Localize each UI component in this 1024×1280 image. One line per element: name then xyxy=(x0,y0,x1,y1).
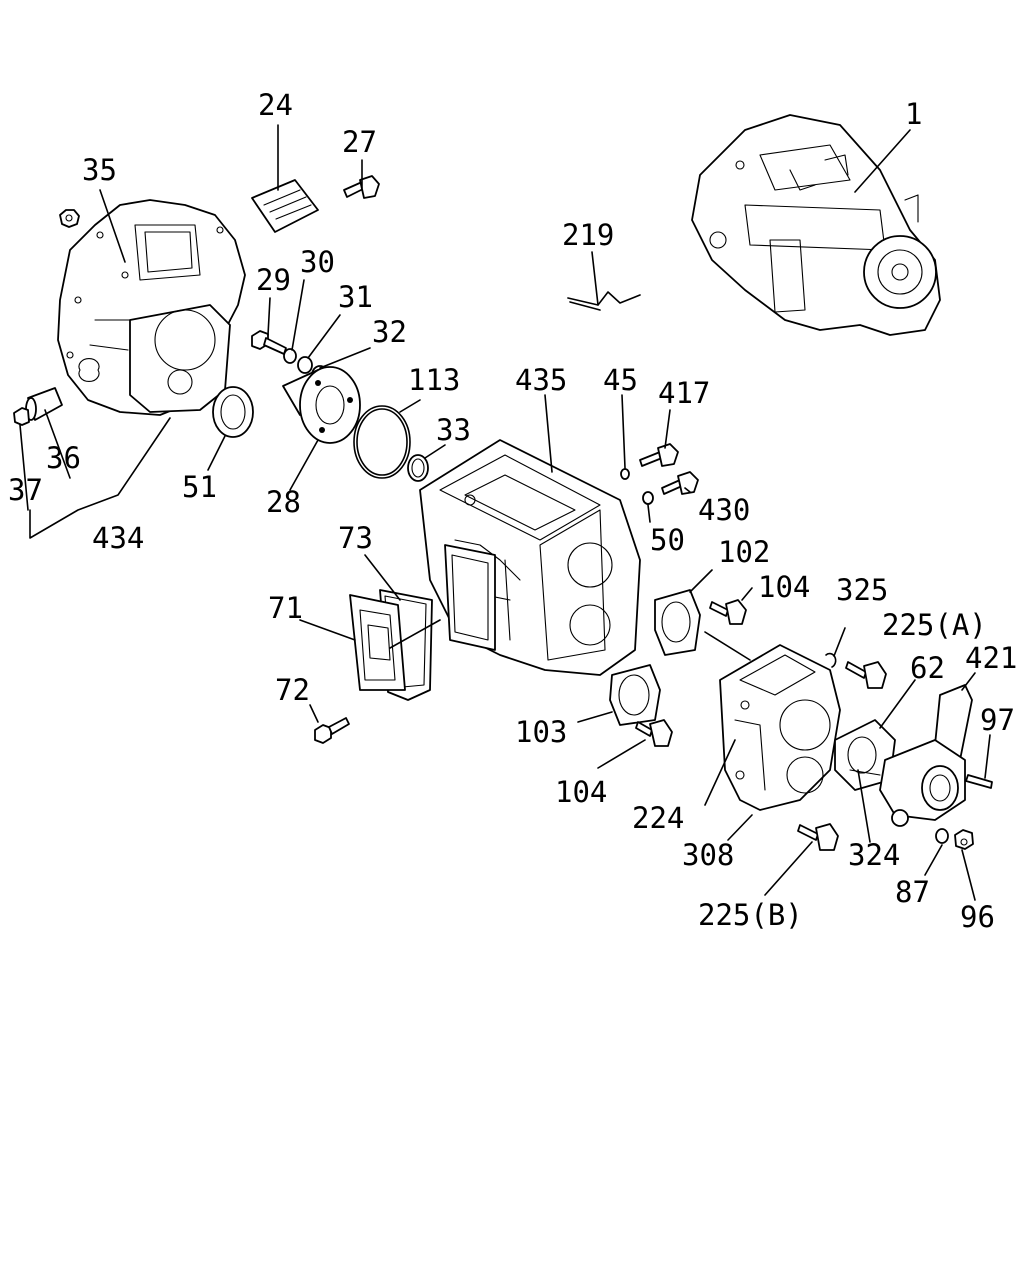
callout-97: 97 xyxy=(980,703,1015,737)
bolts-225-drawing xyxy=(797,652,887,851)
callout-51: 51 xyxy=(182,470,217,504)
callout-45: 45 xyxy=(603,363,638,397)
callout-308: 308 xyxy=(682,838,734,872)
cover-plate-24-drawing xyxy=(251,179,319,233)
callout-96: 96 xyxy=(960,900,995,934)
leader-lines xyxy=(19,124,991,901)
gaskets-102-103-drawing xyxy=(609,589,701,726)
callout-421: 421 xyxy=(965,641,1017,675)
callout-24: 24 xyxy=(258,88,293,122)
callout-225a: 225(A) xyxy=(882,608,987,642)
callout-36: 36 xyxy=(46,441,81,475)
callout-30: 30 xyxy=(300,245,335,279)
callout-224: 224 xyxy=(632,801,684,835)
callout-417: 417 xyxy=(658,376,710,410)
callout-225b: 225(B) xyxy=(698,898,803,932)
callout-72: 72 xyxy=(275,673,310,707)
callout-325: 325 xyxy=(836,573,888,607)
callout-435: 435 xyxy=(515,363,567,397)
nut-35-drawing xyxy=(59,209,80,228)
callout-71: 71 xyxy=(268,591,303,625)
callout-labels: 1 24 27 35 219 29 30 31 32 435 45 417 11… xyxy=(8,88,1017,934)
callout-430: 430 xyxy=(698,493,750,527)
callout-35: 35 xyxy=(82,153,117,187)
seal-retainer-drawing xyxy=(212,366,429,482)
callout-62: 62 xyxy=(910,651,945,685)
callout-102: 102 xyxy=(718,535,770,569)
bolt-72-drawing xyxy=(314,717,350,744)
callout-32: 32 xyxy=(372,315,407,349)
extension-housing-224-drawing xyxy=(719,644,841,811)
spring-clip-219-drawing xyxy=(567,291,641,311)
sleeve-36-37-drawing xyxy=(13,387,63,426)
gasket-cover-71-73-drawing xyxy=(349,544,496,701)
callout-1: 1 xyxy=(905,97,922,131)
bolts-104-drawing xyxy=(635,599,747,747)
callout-87: 87 xyxy=(895,875,930,909)
callout-50: 50 xyxy=(650,523,685,557)
callout-104b: 104 xyxy=(555,775,607,809)
callout-103: 103 xyxy=(515,715,567,749)
adapter-62-421-drawing xyxy=(834,684,973,827)
callout-104a: 104 xyxy=(758,570,810,604)
callout-324: 324 xyxy=(848,838,900,872)
bolts-417-430-drawing xyxy=(620,443,699,505)
callout-219: 219 xyxy=(562,218,614,252)
callout-29: 29 xyxy=(256,263,291,297)
callout-28: 28 xyxy=(266,485,301,519)
callout-73: 73 xyxy=(338,521,373,555)
bolt-27-drawing xyxy=(343,175,380,199)
callout-434: 434 xyxy=(92,521,144,555)
callout-31: 31 xyxy=(338,280,373,314)
transmission-assembly-1-drawing xyxy=(691,114,941,336)
callout-33: 33 xyxy=(436,413,471,447)
clutch-housing-drawing xyxy=(57,199,246,416)
callout-113: 113 xyxy=(408,363,460,397)
stud-nut-97-96-drawing xyxy=(935,774,993,850)
callout-37: 37 xyxy=(8,473,43,507)
callout-27: 27 xyxy=(342,125,377,159)
